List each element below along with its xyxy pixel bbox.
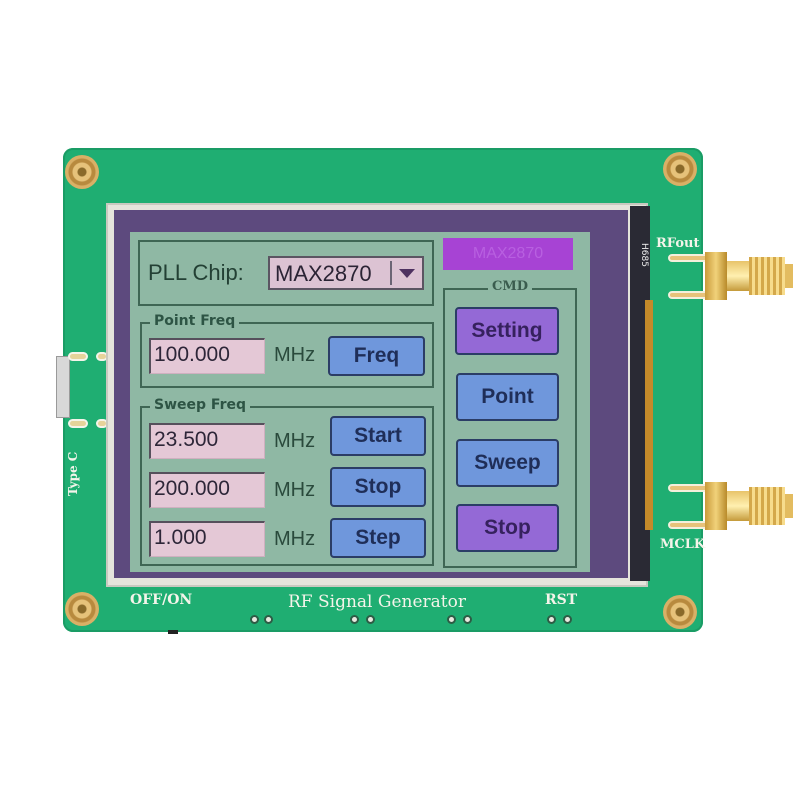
rfout-sma-connector[interactable] — [705, 252, 793, 300]
stop-button[interactable]: Stop — [456, 504, 559, 552]
sweep-step-input[interactable]: 1.000 — [149, 521, 265, 557]
pll-chip-value: MAX2870 — [275, 261, 372, 286]
status-bar: MAX2870 — [443, 238, 573, 270]
start-button[interactable]: Start — [330, 416, 426, 456]
setting-button[interactable]: Setting — [455, 307, 559, 355]
sma-neck — [727, 491, 749, 521]
power-switch[interactable] — [168, 630, 178, 634]
standoff-top-left — [65, 155, 99, 189]
point-freq-unit: MHz — [274, 344, 316, 366]
cmd-title: CMD — [487, 279, 533, 294]
sweep-step-unit: MHz — [274, 528, 316, 550]
sweep-button[interactable]: Sweep — [456, 439, 559, 487]
sma-base — [705, 252, 727, 300]
cmd-group: CMD — [443, 279, 577, 568]
sweep-start-input[interactable]: 23.500 — [149, 423, 265, 459]
standoff-bottom-left — [65, 592, 99, 626]
reset-button-pad[interactable] — [547, 615, 556, 624]
sweep-freq-group: Sweep Freq — [140, 397, 434, 566]
test-point — [350, 615, 359, 624]
sweep-stop-unit: MHz — [274, 479, 316, 501]
step-button[interactable]: Step — [330, 518, 426, 558]
chevron-down-icon[interactable] — [399, 269, 415, 278]
display-model-label: H685 — [638, 243, 649, 267]
power-switch-label: OFF/ON — [130, 592, 193, 608]
sweep-freq-title: Sweep Freq — [150, 397, 250, 413]
point-freq-group: Point Freq — [140, 313, 434, 388]
sma-base — [705, 482, 727, 530]
freq-button[interactable]: Freq — [328, 336, 425, 376]
test-point — [264, 615, 273, 624]
usb-pad — [68, 352, 88, 361]
mclk-sma-connector[interactable] — [705, 482, 793, 530]
point-button[interactable]: Point — [456, 373, 559, 421]
usb-pad — [68, 419, 88, 428]
standoff-top-right — [663, 152, 697, 186]
sma-thread — [749, 257, 785, 295]
mclk-label: MCLK — [660, 537, 706, 552]
standoff-bottom-right — [663, 595, 697, 629]
usb-c-port[interactable] — [56, 356, 70, 418]
test-point — [447, 615, 456, 624]
point-freq-title: Point Freq — [150, 313, 240, 329]
sma-tip — [785, 494, 793, 518]
reset-label: RST — [545, 592, 578, 608]
usb-type-c-label: Type C — [66, 451, 80, 496]
pll-chip-label: PLL Chip: — [148, 260, 244, 285]
reset-button-pad[interactable] — [563, 615, 572, 624]
sweep-start-unit: MHz — [274, 430, 316, 452]
sma-neck — [727, 261, 749, 291]
board-title: RF Signal Generator — [288, 592, 466, 612]
pll-group — [138, 240, 434, 306]
dropdown-separator — [390, 261, 392, 285]
sweep-stop-input[interactable]: 200.000 — [149, 472, 265, 508]
point-freq-input[interactable]: 100.000 — [149, 338, 265, 374]
stop-freq-button[interactable]: Stop — [330, 467, 426, 507]
test-point — [250, 615, 259, 624]
pll-chip-dropdown[interactable]: MAX2870 — [268, 256, 424, 290]
sma-thread — [749, 487, 785, 525]
test-point — [463, 615, 472, 624]
sma-tip — [785, 264, 793, 288]
rfout-label: RFout — [656, 236, 700, 251]
test-point — [366, 615, 375, 624]
flex-cable — [645, 300, 653, 530]
